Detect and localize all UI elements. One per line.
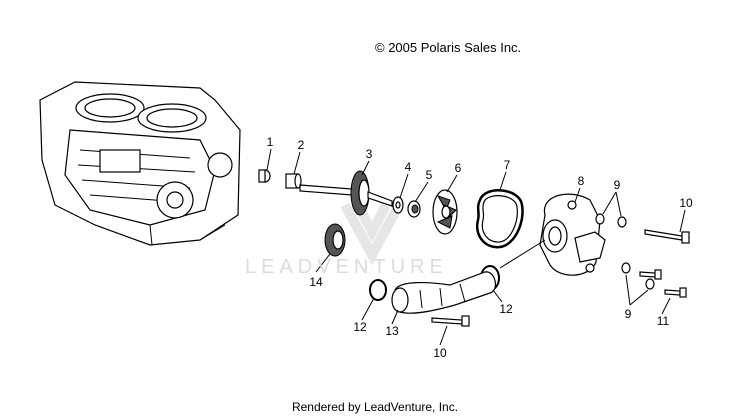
part-3-shaft-gear [299,170,393,216]
part-2-bearing [285,173,302,189]
callout-11: 11 [657,314,670,328]
part-14-gear [324,223,346,257]
callout-9-upper: 9 [614,178,621,192]
part-1-cap [258,169,271,183]
part-5-seal [407,200,421,218]
part-9-washers [595,213,655,290]
part-6-impeller [432,189,458,235]
callout-labels: 1 2 3 4 5 6 7 8 9 9 10 10 11 12 12 13 14 [267,135,693,360]
engine-block [39,81,241,246]
callout-1: 1 [267,135,274,149]
callout-9-lower: 9 [625,307,632,321]
leader-lines [266,148,686,346]
callout-13: 13 [385,324,399,338]
callout-12-right: 12 [499,302,513,316]
callout-2: 2 [298,138,305,152]
callout-8: 8 [578,174,585,188]
callout-4: 4 [405,160,412,174]
part-13-elbow [391,271,497,314]
callout-10-bottom: 10 [433,346,447,360]
watermark-logo [340,202,404,266]
part-7-gasket [475,189,524,249]
watermark-text: LEADVENTURE [245,256,448,278]
callout-7: 7 [504,158,511,172]
part-11-bolts [639,269,687,298]
part-8-pump-housing [539,193,606,276]
callout-6: 6 [455,161,462,175]
footer-credit: Rendered by LeadVenture, Inc. [291,400,459,414]
part-4-washer [392,196,404,214]
callout-14: 14 [309,275,323,289]
part-10-bolts [431,229,690,327]
callout-12-left: 12 [353,320,367,334]
callout-10-right: 10 [679,196,693,210]
callout-5: 5 [426,168,433,182]
callout-3: 3 [366,147,373,161]
copyright-text: © 2005 Polaris Sales Inc. [375,40,522,55]
